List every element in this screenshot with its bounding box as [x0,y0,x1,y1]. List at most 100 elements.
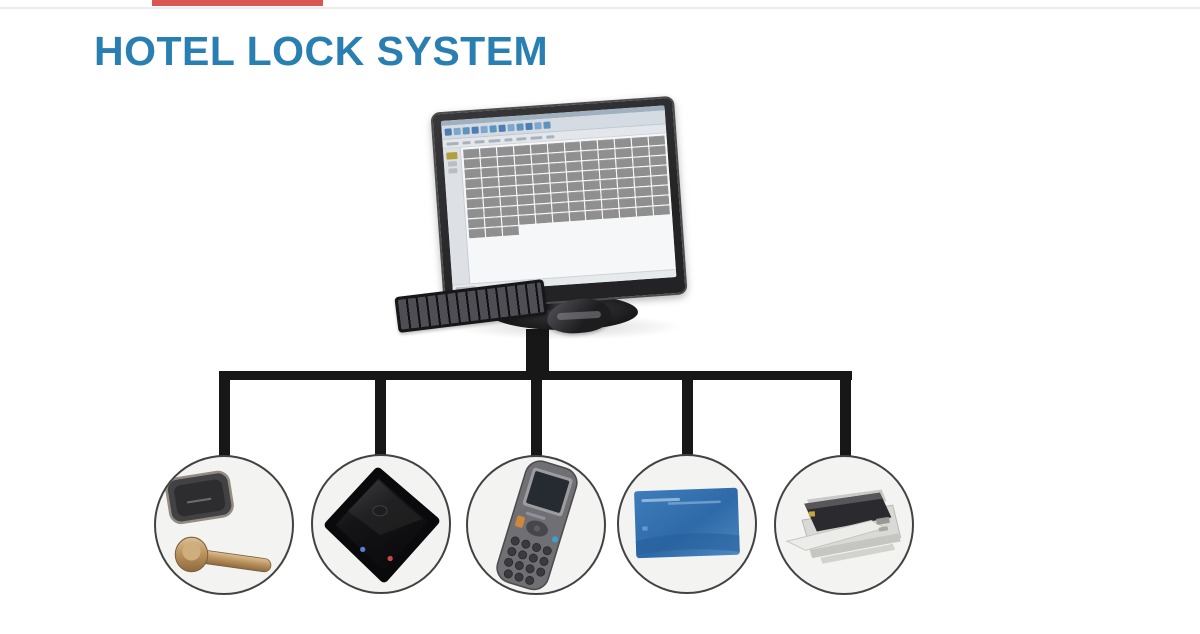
toolbar-icon [444,128,452,136]
node-key-card [617,454,757,594]
menu-item [504,137,513,142]
room-tile [517,194,534,205]
room-tile [547,142,564,153]
toolbar-icon [480,125,488,134]
room-tile [550,192,568,203]
room-tile [482,187,500,198]
node-printer [774,455,914,595]
sidebar-item [447,161,458,167]
page-title: HOTEL LOCK SYSTEM [94,28,549,74]
room-tile [632,146,649,157]
software-main [460,133,676,284]
red-accent-bar [152,0,323,6]
room-tile [633,156,650,167]
drop-line-4 [682,375,693,465]
room-tile [497,156,514,167]
toolbar-icon [516,123,524,131]
room-tile [551,202,569,213]
room-tile [500,195,517,207]
room-tile [618,187,635,198]
room-tile [567,191,585,202]
room-tile [518,214,536,225]
room-tile [463,148,480,159]
room-tile [517,204,535,215]
menu-item [488,138,501,143]
room-tile [484,207,501,218]
room-tile [533,193,551,204]
room-tile [583,170,600,181]
room-tile [548,162,566,173]
toolbar-icon [507,123,515,132]
room-tile [534,203,552,214]
room-tile [636,206,654,217]
room-tile [498,176,516,187]
card-encoder-icon [324,467,440,583]
room-tile [600,168,617,180]
room-tile [583,180,601,191]
room-tile [464,168,481,179]
toolbar-icon [453,127,461,136]
room-tile [467,218,485,229]
room-tile [550,182,567,193]
toolbar-icon [489,125,497,133]
room-tile [564,141,581,152]
room-tile [515,164,532,175]
sidebar-item [446,151,458,160]
room-tile [564,151,582,162]
room-tile [500,205,518,217]
room-tile [514,154,531,165]
room-tile [496,146,514,157]
toolbar-icon [471,126,479,134]
room-tile [635,186,652,197]
room-tile [479,147,497,158]
monitor [430,95,688,312]
toolbar-icon [498,124,506,133]
room-tile [652,195,670,206]
room-tile [652,185,669,196]
room-tile [581,140,598,151]
room-tile [619,207,637,218]
toolbar-icon [543,121,551,129]
room-tile [649,145,666,156]
room-tile [485,227,502,238]
room-tile [535,213,552,224]
printer-icon [785,489,902,564]
room-tile [481,167,498,178]
room-tile [634,176,652,187]
sidebar-item [448,168,458,174]
room-tile [532,173,550,184]
room-tile [567,181,584,192]
room-tile [566,171,583,182]
toolbar-icon [534,122,542,130]
room-tile [653,205,671,216]
room-tile [635,196,653,207]
encoder-led-blue [360,546,366,553]
room-tile [468,228,486,239]
room-tile [600,178,618,190]
room-tile [585,200,602,211]
menu-item [462,140,471,145]
menu-item [530,135,543,140]
room-tile [631,136,649,147]
room-tile [463,158,481,169]
drop-line-1 [219,375,230,465]
room-tile [599,158,616,170]
room-tile [466,198,483,209]
room-tile [633,166,651,177]
room-tile [549,172,566,183]
toolbar-icon [462,127,470,135]
room-tile [467,208,484,219]
drop-line-3 [531,375,542,465]
node-door-lock [154,455,294,595]
node-card-encoder [311,454,451,594]
encoder-led-red [387,555,393,562]
room-tile [650,165,668,176]
room-tile [602,208,620,219]
room-tile [586,210,603,221]
room-tile [615,147,633,158]
room-tile [465,178,482,189]
handheld-programmer-icon [496,460,578,591]
top-hairline [0,7,1200,9]
room-tile [601,188,619,199]
